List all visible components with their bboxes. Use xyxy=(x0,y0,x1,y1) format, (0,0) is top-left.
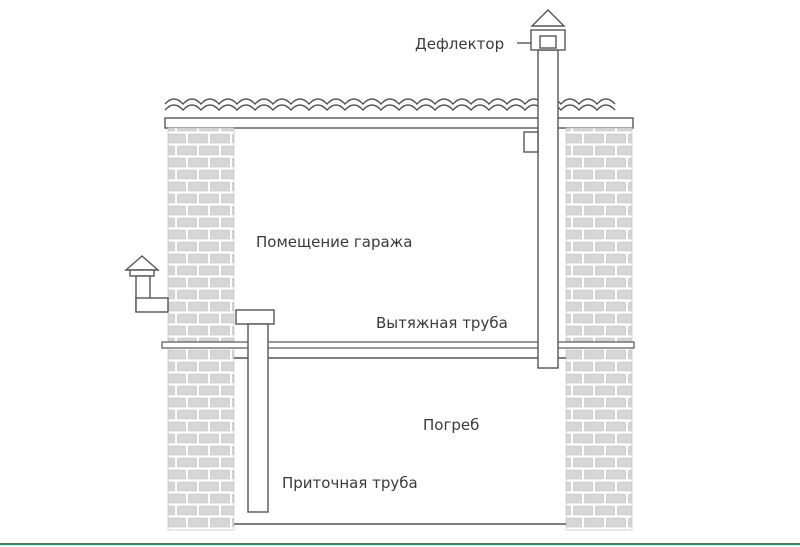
cellar-label: Погреб xyxy=(423,416,479,434)
intake-hood-icon xyxy=(124,255,169,313)
deflector-label: Дефлектор xyxy=(415,35,504,53)
exhaust-pipe xyxy=(523,49,559,369)
ceiling-slab xyxy=(164,117,634,129)
supply-pipe-label: Приточная труба xyxy=(282,474,418,492)
right-brick-wall xyxy=(565,127,633,531)
exhaust-pipe-label: Вытяжная труба xyxy=(376,314,508,332)
deflector-icon xyxy=(530,9,566,51)
floor-slab xyxy=(161,341,635,359)
garage-room-label: Помещение гаража xyxy=(256,233,412,251)
supply-pipe xyxy=(235,309,275,513)
left-brick-wall xyxy=(167,127,235,531)
